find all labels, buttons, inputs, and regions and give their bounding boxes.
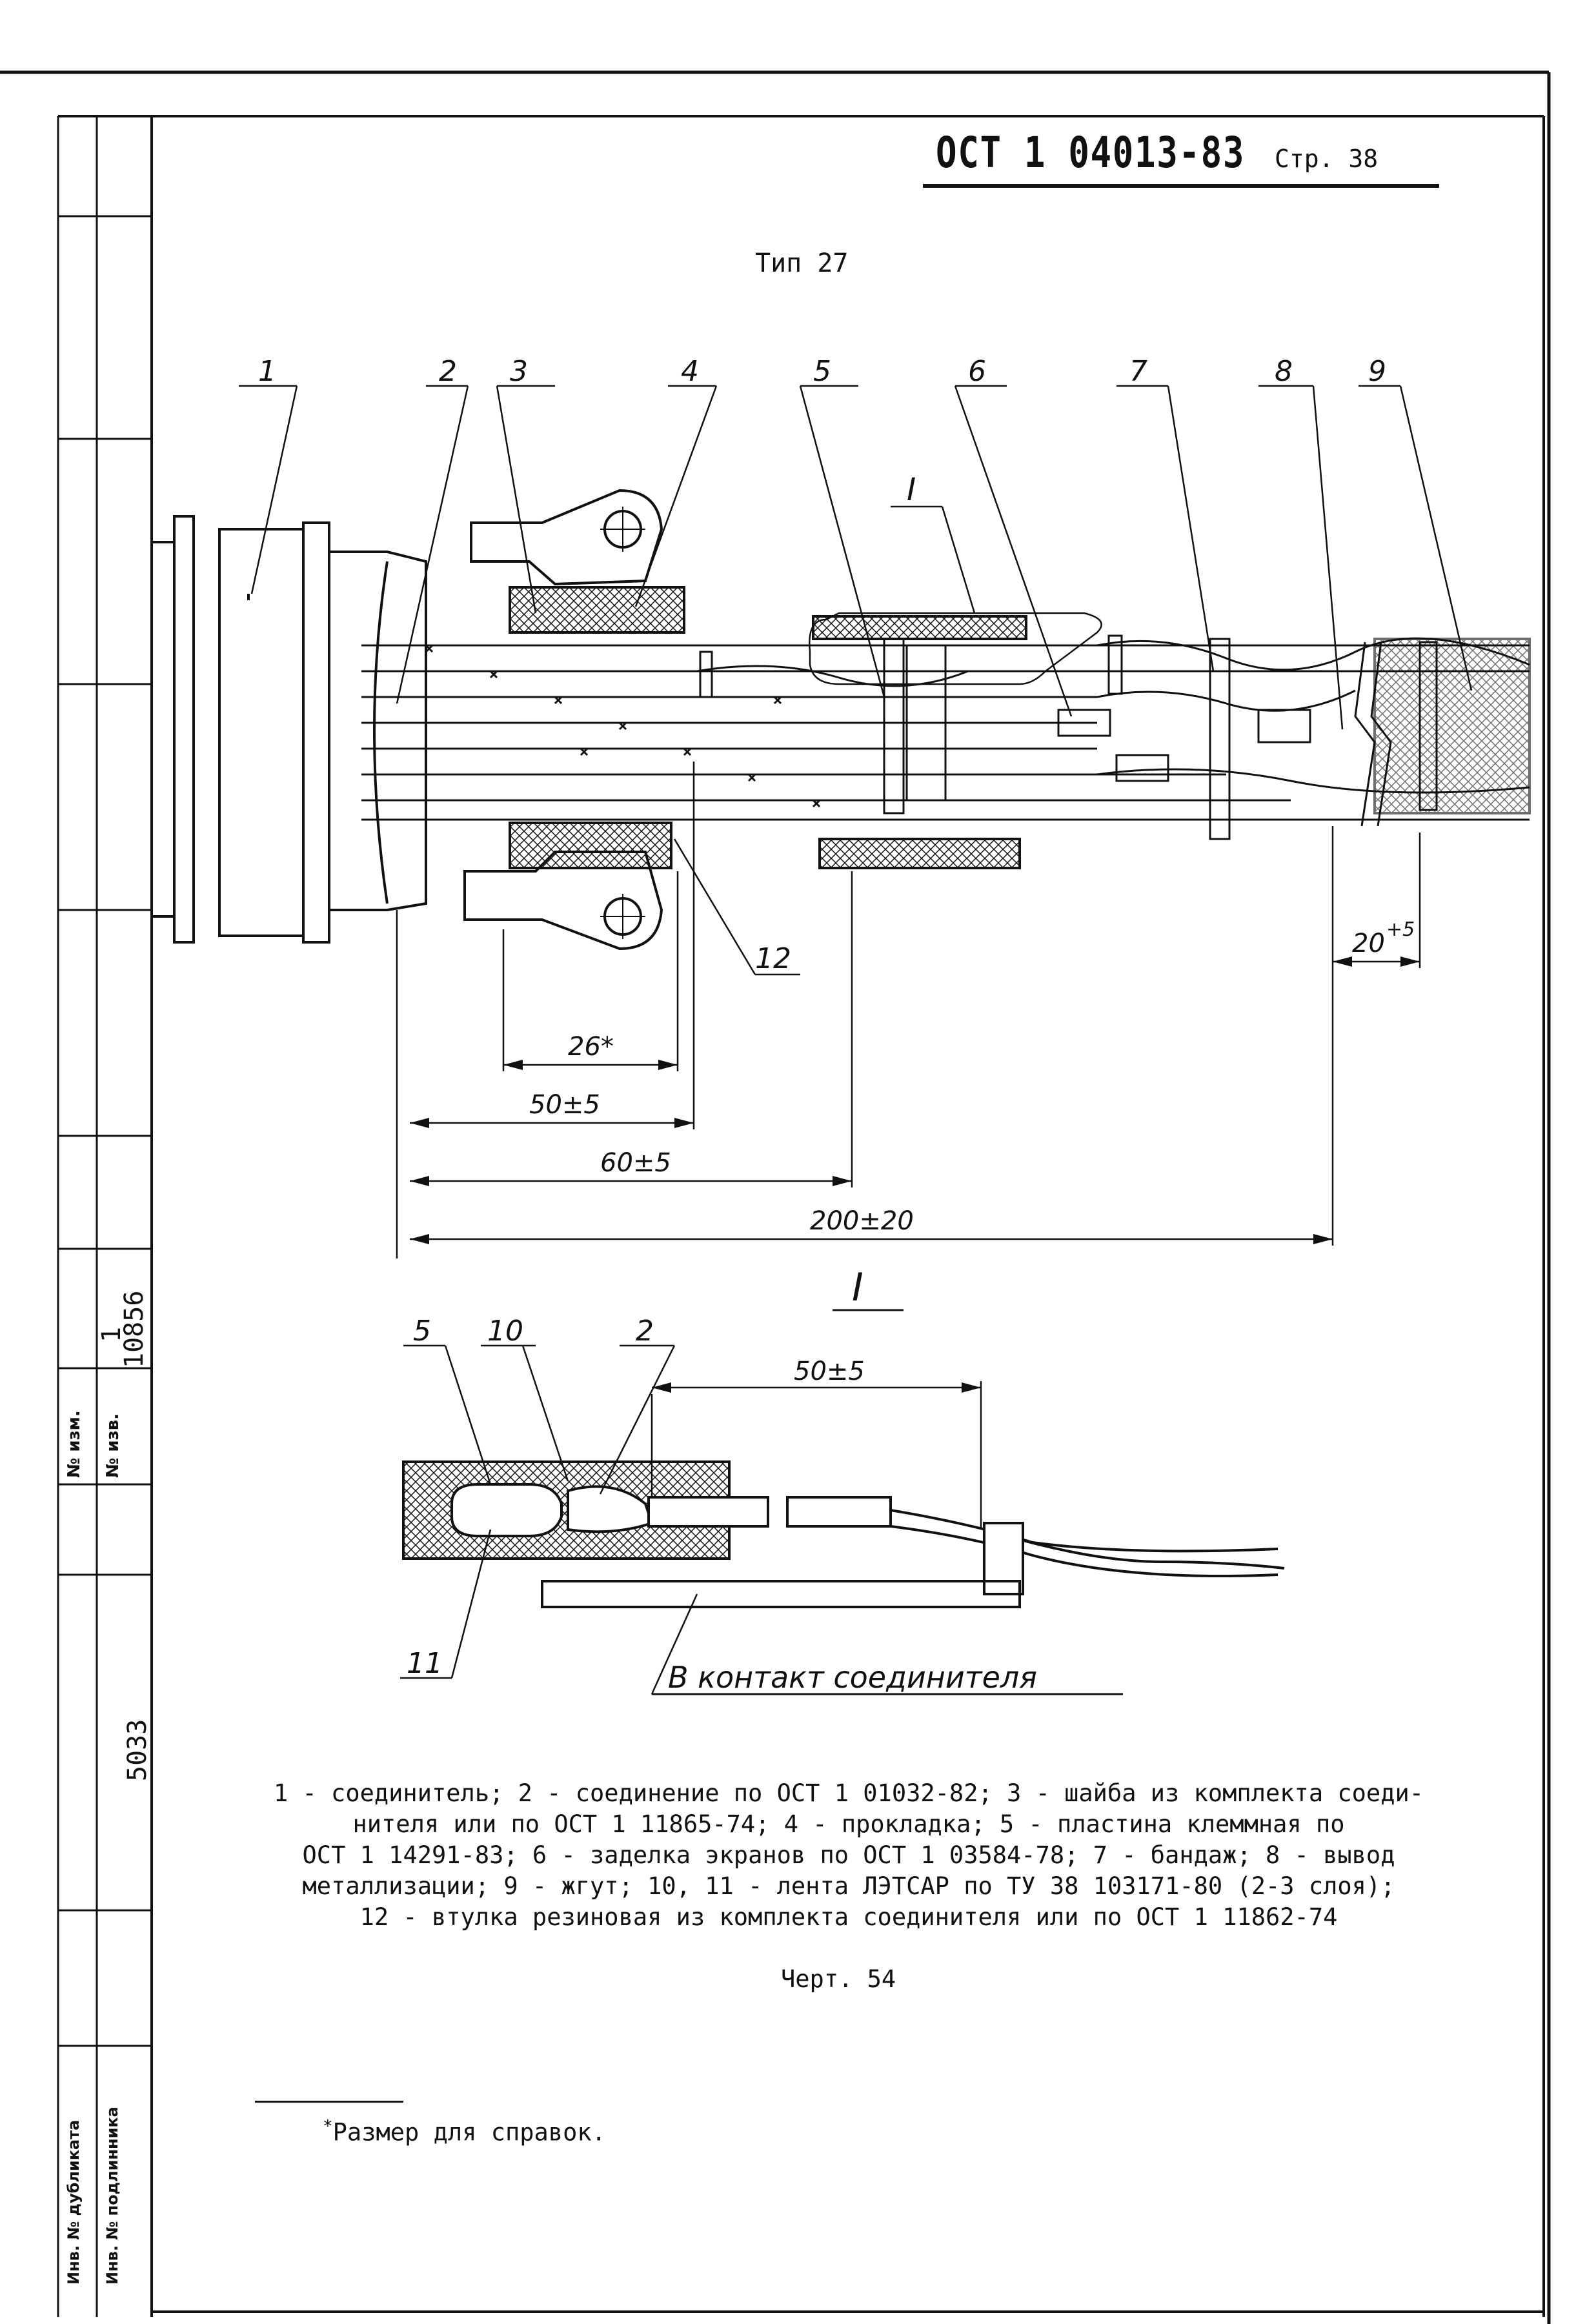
legend-line: нителя или по ОСТ 1 11865-74; 4 - прокла… xyxy=(352,1810,1345,1838)
connector-body xyxy=(150,515,427,944)
detail-callout-11: 11 xyxy=(407,1647,443,1680)
legend: 1 - соединитель; 2 - соединение по ОСТ 1… xyxy=(174,1778,1523,1933)
footnote-text: Размер для справок. xyxy=(332,2118,606,2147)
dimension-arrows xyxy=(410,956,1420,1244)
frame xyxy=(0,70,1551,2324)
detail-marker: I xyxy=(852,1265,864,1310)
footnote-mark: * xyxy=(323,2117,333,2136)
detail-callout-10: 10 xyxy=(487,1315,523,1348)
dimension-lines xyxy=(396,762,1421,1258)
dim-200: 200±20 xyxy=(810,1206,914,1236)
callout-3: 3 xyxy=(510,355,528,388)
callout-7: 7 xyxy=(1129,355,1147,388)
callout-2: 2 xyxy=(439,355,457,388)
flange xyxy=(463,489,663,951)
dim-20-tol: +5 xyxy=(1386,918,1415,941)
callout-6: 6 xyxy=(968,355,986,388)
detail-view xyxy=(400,1309,1285,1695)
side-notice-label: № изв. xyxy=(103,1413,123,1478)
callout-9: 9 xyxy=(1368,355,1386,388)
side-change-label: № изм. xyxy=(65,1410,84,1478)
callout-4: 4 xyxy=(681,355,699,388)
detail-note: В контакт соединителя xyxy=(668,1660,1037,1695)
type-title: Тип 27 xyxy=(755,248,849,278)
sleeve-hatched xyxy=(509,586,1531,869)
detail-callout-5: 5 xyxy=(413,1315,431,1348)
detail-dim-50: 50±5 xyxy=(794,1357,865,1386)
legend-line: металлизации; 9 - жгут; 10, 11 - лента Л… xyxy=(302,1872,1395,1900)
detail-marker-main: I xyxy=(907,472,916,508)
footnote: *Размер для справок. xyxy=(323,2117,606,2146)
detail-callout-2: 2 xyxy=(636,1315,654,1348)
header-underline xyxy=(923,184,1439,188)
dim-50: 50±5 xyxy=(529,1090,600,1120)
callout-leaders xyxy=(239,385,1473,976)
legend-line: 1 - соединитель; 2 - соединение по ОСТ 1… xyxy=(273,1779,1424,1807)
dim-60: 60±5 xyxy=(600,1148,671,1178)
page-number: Стр. 38 xyxy=(1275,145,1379,173)
footnote-rule xyxy=(255,2101,403,2103)
side-duplicate-label: Инв. № дубликата xyxy=(65,2119,83,2285)
callout-1: 1 xyxy=(258,355,276,388)
callout-8: 8 xyxy=(1275,355,1293,388)
standard-number: ОСТ 1 04013-83 xyxy=(936,128,1246,177)
legend-line: 12 - втулка резиновая из комплекта соеди… xyxy=(359,1903,1338,1931)
figure-number: Черт. 54 xyxy=(781,1965,896,1993)
side-original-label: Инв. № подлинника xyxy=(103,2107,121,2285)
callout-12: 12 xyxy=(755,942,791,975)
dim-20: 20 xyxy=(1352,929,1385,958)
wire-bundle xyxy=(361,612,1530,840)
side-notice-value: 10856 xyxy=(119,1290,149,1368)
callout-5: 5 xyxy=(813,355,831,388)
legend-line: ОСТ 1 14291-83; 6 - заделка экранов по О… xyxy=(302,1841,1395,1869)
side-original-value: 5033 xyxy=(123,1719,152,1781)
dim-26: 26* xyxy=(568,1032,614,1062)
